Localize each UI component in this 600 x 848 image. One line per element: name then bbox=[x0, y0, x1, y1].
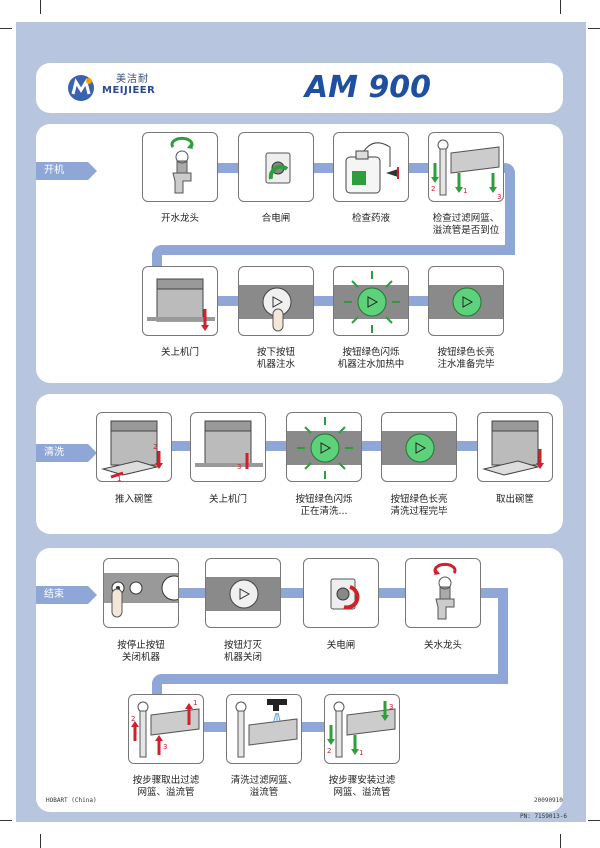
install-filter-icon: 2 1 3 bbox=[327, 701, 396, 758]
remove-rack-icon bbox=[482, 420, 544, 476]
step-card: 2 1 3 bbox=[428, 132, 504, 202]
crop-mark bbox=[560, 0, 561, 14]
step-caption: 按钮灯灭 机器关闭 bbox=[223, 640, 262, 663]
step-card bbox=[303, 558, 379, 628]
open-faucet-icon bbox=[170, 136, 194, 194]
crop-mark bbox=[40, 834, 41, 848]
step-card bbox=[226, 694, 302, 764]
crop-mark bbox=[0, 28, 12, 29]
footer-date: 20090910 bbox=[534, 797, 563, 804]
svg-text:3: 3 bbox=[163, 743, 167, 751]
section-tag: 结束 bbox=[36, 586, 97, 604]
button-off-icon bbox=[206, 577, 280, 611]
svg-text:3: 3 bbox=[389, 703, 393, 711]
step-card bbox=[405, 558, 481, 628]
crop-mark bbox=[560, 834, 561, 848]
step-card: 2 1 bbox=[96, 412, 172, 482]
svg-text:2: 2 bbox=[131, 715, 135, 723]
step-card bbox=[333, 266, 409, 336]
check-filter-icon: 2 1 3 bbox=[431, 139, 501, 201]
flow-pipe bbox=[185, 296, 475, 306]
step-card bbox=[428, 266, 504, 336]
clean-filter-icon bbox=[235, 699, 298, 758]
step-card bbox=[142, 266, 218, 336]
step-caption: 按步骤安装过滤 网篮、溢流管 bbox=[328, 775, 396, 798]
brand-name-cn: 美洁耐 bbox=[116, 74, 149, 85]
crop-mark bbox=[588, 28, 600, 29]
svg-text:1: 1 bbox=[359, 749, 363, 757]
step-caption: 开水龙头 bbox=[160, 213, 199, 224]
step-card bbox=[142, 132, 218, 202]
svg-text:3: 3 bbox=[497, 193, 501, 201]
step-card: 2 1 3 bbox=[324, 694, 400, 764]
push-rack-icon: 2 1 bbox=[101, 420, 163, 482]
svg-text:2: 2 bbox=[327, 747, 331, 755]
step-caption: 按步骤取出过滤 网篮、溢流管 bbox=[132, 775, 200, 798]
brand-logo-icon bbox=[68, 75, 94, 101]
remove-filter-icon: 2 3 1 bbox=[131, 699, 200, 758]
footer-part-number: PN: 7159013-6 bbox=[520, 813, 567, 820]
step-card: 2 3 1 bbox=[128, 694, 204, 764]
flow-pipe bbox=[152, 674, 508, 684]
step-caption: 按钮绿色闪烁 正在清洗... bbox=[295, 494, 353, 517]
brand-name-en: MEIJIEER bbox=[102, 85, 156, 96]
step-caption: 检查过滤网篮、 溢流管是否到位 bbox=[432, 213, 500, 236]
button-flashing-icon bbox=[287, 417, 361, 479]
step-card bbox=[238, 266, 314, 336]
step-card bbox=[477, 412, 553, 482]
model-title: AM 900 bbox=[304, 70, 431, 105]
step-caption: 清洗过滤网篮、 溢流管 bbox=[230, 775, 298, 798]
close-door-icon: 3 bbox=[195, 420, 263, 471]
svg-text:2: 2 bbox=[153, 443, 157, 451]
svg-text:1: 1 bbox=[193, 699, 197, 707]
step-caption: 关上机门 bbox=[160, 347, 199, 358]
button-flashing-icon bbox=[334, 271, 408, 333]
step-card bbox=[238, 132, 314, 202]
section-tag: 开机 bbox=[36, 162, 97, 180]
step-caption: 关电闸 bbox=[326, 640, 356, 651]
svg-text:2: 2 bbox=[431, 185, 435, 193]
brand-logo bbox=[66, 69, 166, 107]
step-caption: 推入碗筐 bbox=[114, 494, 153, 505]
step-caption: 关水龙头 bbox=[423, 640, 462, 651]
step-caption: 按下按钮 机器注水 bbox=[256, 347, 295, 370]
flow-pipe bbox=[152, 245, 515, 255]
step-card bbox=[333, 132, 409, 202]
flow-pipe bbox=[498, 588, 508, 684]
flow-pipe bbox=[505, 163, 515, 255]
button-steady-icon bbox=[382, 431, 456, 465]
step-caption: 按钮绿色闪烁 机器注水加热中 bbox=[337, 347, 405, 370]
button-steady-icon bbox=[429, 285, 503, 319]
step-card: 3 bbox=[190, 412, 266, 482]
switch-on-icon bbox=[265, 152, 291, 184]
svg-text:1: 1 bbox=[117, 475, 121, 482]
step-card bbox=[381, 412, 457, 482]
svg-text:1: 1 bbox=[463, 187, 467, 195]
footer-company: HOBART (China) bbox=[46, 797, 97, 804]
step-caption: 按停止按钮 关闭机器 bbox=[117, 640, 165, 663]
step-caption: 取出碗筐 bbox=[495, 494, 534, 505]
crop-mark bbox=[588, 820, 600, 821]
step-caption: 按钮绿色长亮 注水准备完毕 bbox=[437, 347, 495, 370]
step-caption: 关上机门 bbox=[208, 494, 247, 505]
press-stop-icon bbox=[104, 573, 178, 618]
press-button-icon bbox=[239, 285, 313, 332]
crop-mark bbox=[0, 820, 12, 821]
check-detergent-icon bbox=[345, 142, 399, 194]
step-caption: 按钮绿色长亮 清洗过程完毕 bbox=[390, 494, 448, 517]
section-tag: 清洗 bbox=[36, 444, 97, 462]
step-card bbox=[103, 558, 179, 628]
step-card bbox=[286, 412, 362, 482]
close-faucet-icon bbox=[433, 562, 457, 620]
step-caption: 检查药液 bbox=[351, 213, 390, 224]
close-door-icon bbox=[147, 278, 215, 331]
step-card bbox=[205, 558, 281, 628]
svg-text:3: 3 bbox=[237, 463, 241, 471]
header: 美洁耐 MEIJIEER AM 900 bbox=[36, 63, 563, 113]
step-caption: 合电闸 bbox=[261, 213, 291, 224]
switch-off-icon bbox=[330, 578, 360, 610]
crop-mark bbox=[40, 0, 41, 14]
